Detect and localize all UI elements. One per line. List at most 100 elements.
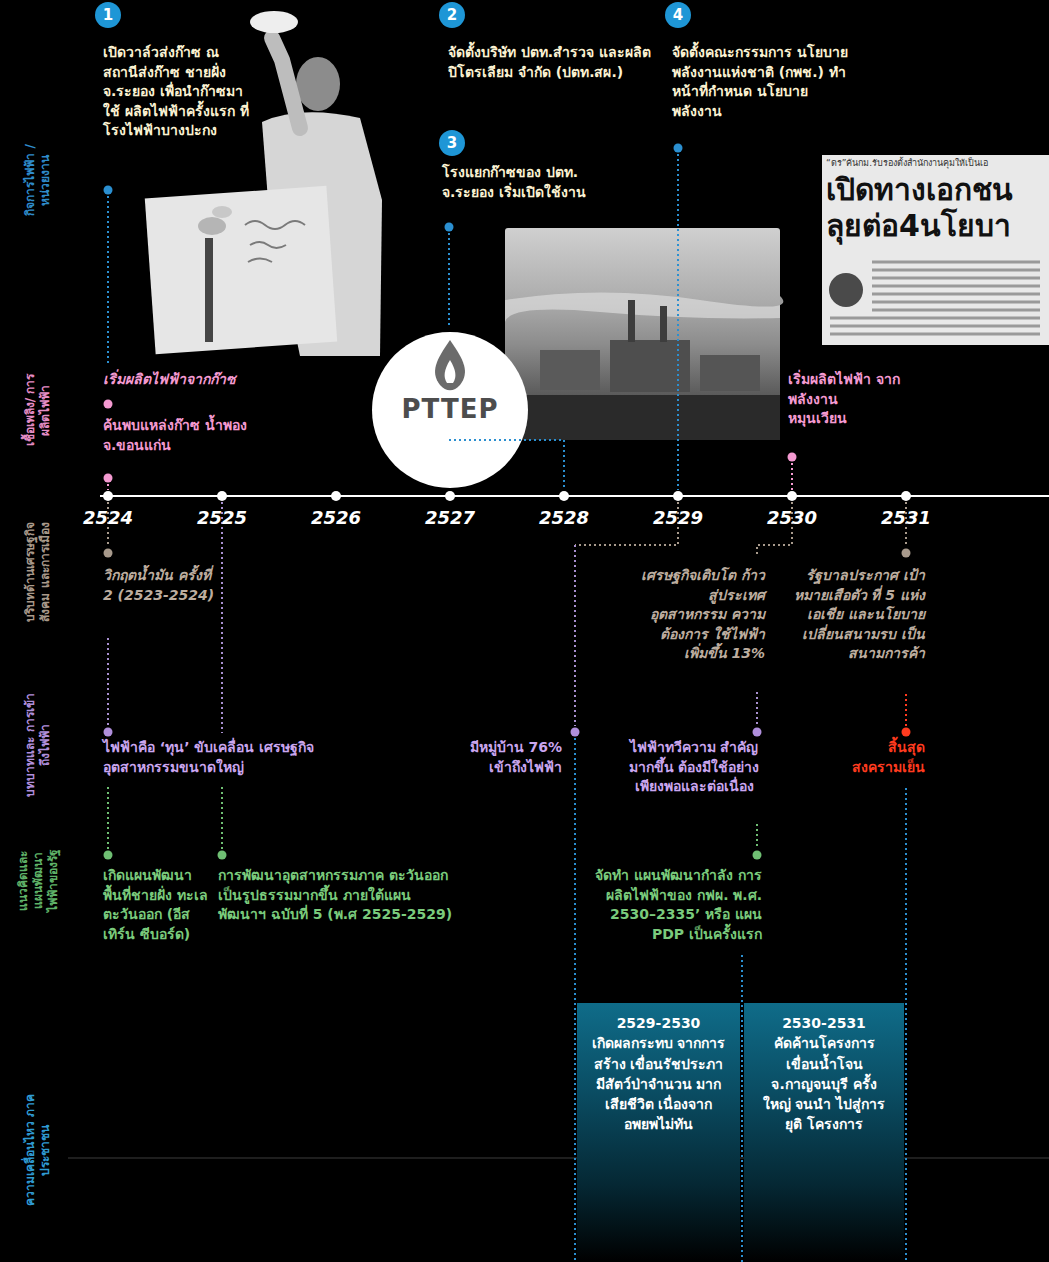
node-heading: 3: [447, 134, 457, 152]
plant-photo: [628, 300, 635, 342]
context-text: รัฐบาลประกาศ เป้าหมายเสือตัว ที่ 5 แห่งเ…: [793, 566, 925, 664]
man-photo: [250, 11, 298, 33]
fuel-text: ค้นพบแหล่งก๊าซ น้ำพอง จ.ขอนแก่น: [103, 416, 253, 455]
timeline-dot: [104, 851, 113, 860]
timeline-dot: [104, 186, 113, 195]
row-heading: กิจการไฟฟ้า /หน่วยงาน: [23, 130, 53, 230]
plant-photo: [505, 395, 780, 440]
pttep-logo-disc: [372, 332, 528, 488]
callout-number: 3: [439, 130, 465, 156]
man-photo: [145, 11, 382, 356]
timeline-axis: [673, 491, 683, 501]
pttep-logo-disc: [445, 360, 456, 383]
timeline-dot: [104, 474, 113, 483]
role-text: มีหมู่บ้าน 76% เข้าถึงไฟฟ้า: [462, 738, 562, 777]
event-text: เปิดวาล์วส่งก๊าซ ณ สถานีส่งก๊าซ ชายฝั่ง …: [103, 43, 255, 141]
event-text: โรงแยกก๊าซของ ปตท. จ.ระยอง เริ่มเปิดใช้ง…: [442, 163, 622, 202]
pttep-logo-disc: [372, 332, 528, 488]
leader-line: [108, 463, 792, 490]
row-heading: เชื้อเพลิง/ การผลิตไฟฟ้า: [23, 364, 53, 456]
man-photo: [296, 57, 340, 111]
man-photo: [245, 221, 305, 262]
context-text: เศรษฐกิจเติบโต ก้าวสู่ประเทศ อุตสาหกรรม …: [641, 566, 765, 664]
row-heading: บทบาทและ การเข้าถึงไฟฟ้า: [23, 690, 53, 800]
node-heading: PTTEP: [372, 396, 528, 422]
context-text: วิกฤตน้ำมัน ครั้งที่ 2 (2523-2524): [103, 566, 215, 605]
timeline-axis: [331, 491, 341, 501]
timeline-dot: [571, 728, 580, 737]
fuel-text: เริ่มผลิตไฟฟ้าจากก๊าซ: [103, 370, 303, 390]
newspaper-headline: เปิดทางเอกชน: [826, 172, 1013, 208]
callout-number: 4: [665, 2, 691, 28]
node-heading: 2: [447, 6, 457, 24]
plan-text: จัดทำ แผนพัฒนากำลัง การผลิตไฟฟ้าของ กฟผ.…: [577, 866, 762, 944]
year-label: 2524: [76, 507, 140, 529]
event-text: จัดตั้งคณะกรรมการ นโยบายพลังงานแห่งชาติ …: [672, 43, 857, 121]
movement-box: 2529-2530เกิดผลกระทบ จากการสร้าง เขื่อนร…: [577, 1003, 740, 1262]
year-label: 2528: [532, 507, 596, 529]
role-text: สิ้นสุด สงครามเย็น: [839, 738, 925, 777]
timeline-dot: [753, 851, 762, 860]
plant-photo: [700, 355, 760, 391]
plant-photo: [505, 228, 780, 440]
timeline-dot: [674, 144, 683, 153]
timeline-dot: [788, 453, 797, 462]
timeline-axis: [100, 491, 1049, 501]
newspaper-clip: [830, 262, 1040, 334]
node-heading: 2529-2530: [591, 1013, 726, 1033]
fuel-text: เริ่มผลิตไฟฟ้า จากพลังงาน หมุนเวียน: [788, 370, 900, 429]
leader-line: [108, 787, 757, 849]
logo-circle: PTTEP: [372, 332, 528, 488]
node-heading: 1: [103, 6, 113, 24]
timeline-axis: [445, 491, 455, 501]
timeline-axis: [103, 491, 113, 501]
timeline-dot: [218, 851, 227, 860]
man-photo: [212, 206, 232, 218]
pttep-logo-disc: [435, 340, 465, 390]
leader-line: [108, 154, 906, 1262]
row-heading: แนวคิดและ แผนพัฒนา ไฟฟ้าของรัฐ: [16, 837, 61, 923]
role-text: ไฟฟ้าทวีความ สำคัญมากขึ้น ต้องมีใช้อย่าง…: [618, 738, 770, 797]
plan-text: เกิดแผนพัฒนา พื้นที่ชายฝั่ง ทะเลตะวันออก…: [103, 866, 215, 944]
timeline-dot: [902, 728, 911, 737]
year-label: 2527: [418, 507, 482, 529]
callout-number: 2: [439, 2, 465, 28]
man-photo: [205, 238, 213, 342]
timeline-axis: [787, 491, 797, 501]
man-photo: [145, 186, 337, 354]
timeline-axis: [901, 491, 911, 501]
role-text: ไฟฟ้าคือ ‘ทุน’ ขับเคลื่อน เศรษฐกิจอุตสาห…: [103, 738, 373, 777]
newspaper-text: “ดร”ค้นกม.รับรองตั้งสำนักงานคุมให้เป็นเอ: [826, 158, 988, 169]
newspaper-clip: [822, 155, 1049, 345]
newspaper-clip: [822, 155, 1049, 345]
newspaper-clip: [829, 273, 863, 307]
plant-photo: [660, 306, 667, 342]
year-label: 2530: [760, 507, 824, 529]
timeline-dot: [104, 144, 911, 860]
timeline-dot: [902, 549, 911, 558]
man-photo: [198, 217, 226, 235]
year-label: 2525: [190, 507, 254, 529]
row-heading: ความเคลื่อนไหว ภาคประชาชน: [23, 1090, 53, 1210]
year-label: 2526: [304, 507, 368, 529]
event-text: จัดตั้งบริษัท ปตท.สำรวจ และผลิตปิโตรเลีย…: [448, 43, 653, 82]
plant-photo: [540, 350, 600, 390]
node-heading: 4: [673, 6, 683, 24]
timeline-dot: [445, 223, 454, 232]
node-body: เกิดผลกระทบ จากการสร้าง เขื่อนรัชประภา ม…: [591, 1033, 726, 1134]
callout-number: 1: [95, 2, 121, 28]
year-label: 2529: [646, 507, 710, 529]
timeline-axis: [217, 491, 227, 501]
plant-photo: [505, 293, 783, 323]
timeline-dot: [104, 728, 113, 737]
node-body: คัดค้านโครงการ เขื่อนน้ำโจน จ.กาญจนบุรี …: [758, 1033, 890, 1134]
year-label: 2531: [874, 507, 938, 529]
leader-line: [108, 502, 906, 556]
leader-line: [108, 154, 906, 1262]
plan-text: การพัฒนาอุตสาหกรรมภาค ตะวันออกเป็นรูปธรร…: [218, 866, 453, 925]
timeline-dot: [753, 728, 762, 737]
timeline-dot: [104, 400, 113, 409]
man-photo: [272, 38, 300, 128]
timeline-dot: [104, 549, 113, 558]
